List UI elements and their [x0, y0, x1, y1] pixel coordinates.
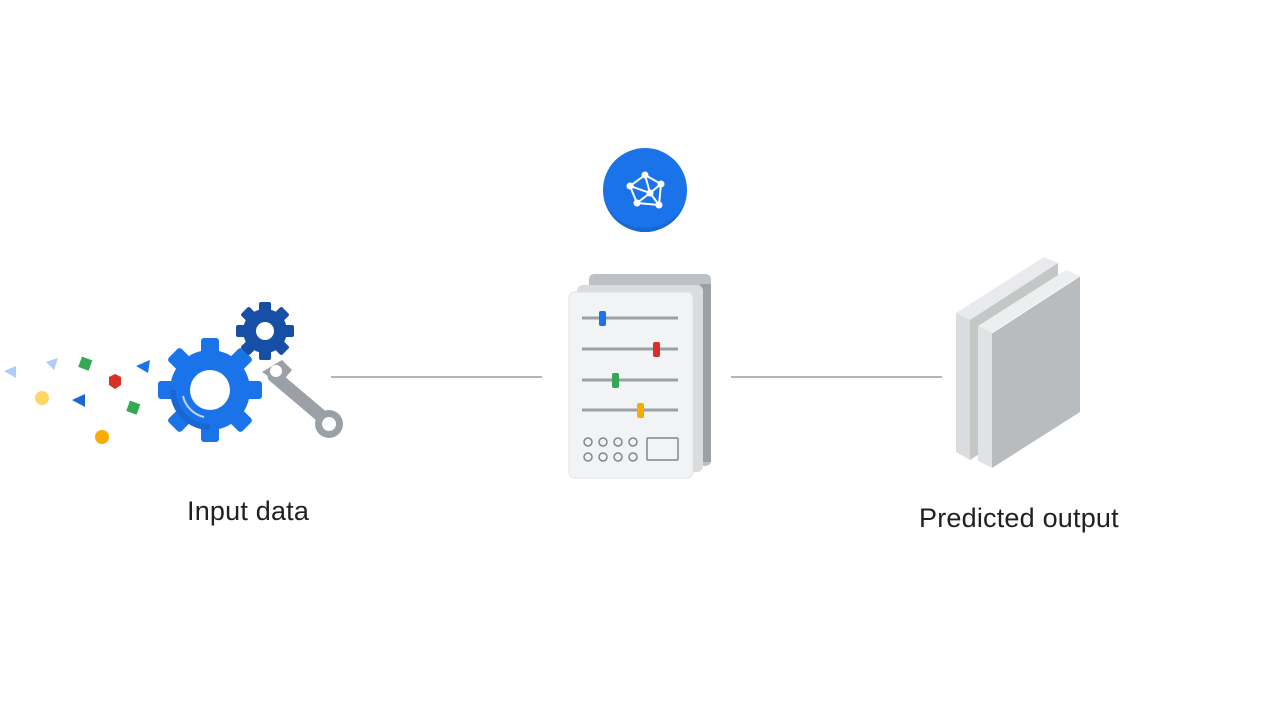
confetti-circle	[35, 391, 49, 405]
output-document-stack-icon	[956, 257, 1081, 468]
model-server-icon	[568, 274, 711, 479]
confetti-circle	[95, 430, 109, 444]
confetti-square	[126, 400, 141, 415]
confetti-triangle	[136, 360, 150, 373]
data-confetti	[4, 356, 150, 444]
confetti-triangle	[4, 366, 16, 378]
model-buttons	[583, 437, 679, 462]
confetti-hexagon	[109, 374, 121, 389]
confetti-triangle	[46, 358, 58, 370]
confetti-square	[78, 356, 93, 371]
neural-network-badge-icon	[603, 148, 687, 232]
model-sliders	[582, 311, 678, 418]
small-gear-icon	[236, 302, 294, 360]
gear-icon	[158, 338, 262, 442]
wrench-icon	[262, 360, 343, 438]
input-data-label: Input data	[187, 496, 310, 526]
predicted-output-label: Predicted output	[919, 503, 1119, 533]
confetti-triangle	[72, 394, 85, 407]
